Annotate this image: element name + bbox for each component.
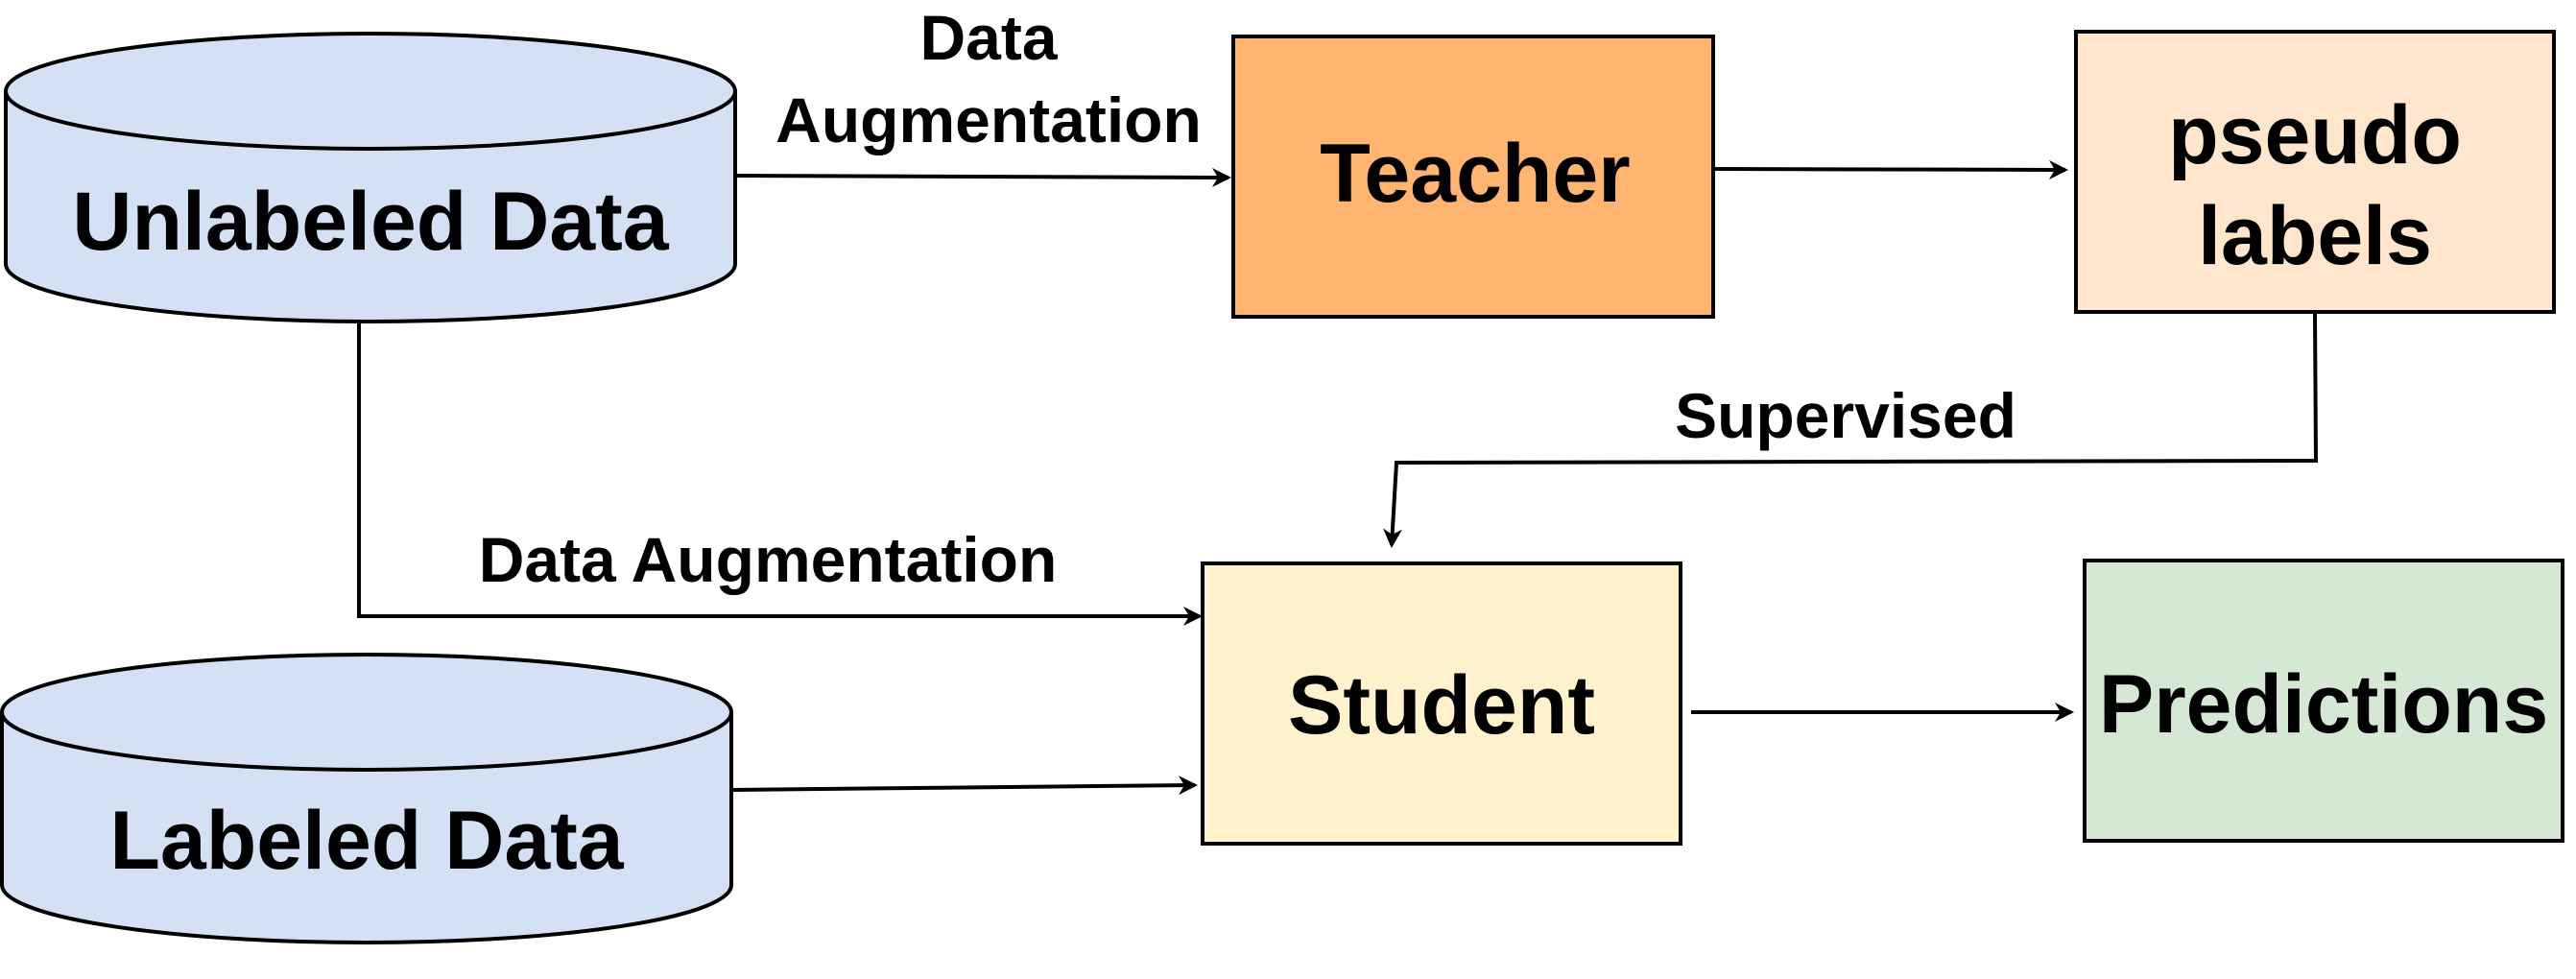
edge-unlabeled-to-student [357, 321, 1203, 626]
pseudo-labels-label-line2: labels [2198, 190, 2432, 282]
labeled-data-cylinder-body [0, 712, 733, 944]
unlabeled-data-label: Unlabeled Data [72, 176, 669, 268]
teacher-node: Teacher [1231, 35, 1715, 319]
student-box [1201, 561, 1682, 846]
edge-label-augmentation-top-line1: Data [919, 2, 1058, 73]
teacher-box [1231, 35, 1715, 319]
edges [357, 159, 2319, 796]
teacher-label: Teacher [1320, 128, 1630, 220]
pseudo-labels-label-line1: pseudo [2168, 89, 2462, 181]
predictions-node: Predictions [2083, 559, 2564, 843]
pseudo-labels-box [2074, 30, 2556, 314]
student-node: Student [1201, 561, 1682, 846]
edge-teacher-to-pseudo-labels [1714, 159, 2068, 179]
edge-label-augmentation-top-line2: Augmentation [775, 84, 1202, 155]
labeled-data-cylinder-top [0, 653, 733, 772]
edge-label-augmentation-bottom: Data Augmentation [479, 524, 1058, 595]
predictions-box [2083, 559, 2564, 843]
edge-labeled-to-student [728, 776, 1198, 796]
edge-pseudo-labels-to-student [1383, 313, 2319, 548]
labeled-data-label: Labeled Data [109, 795, 624, 887]
predictions-label: Predictions [2099, 658, 2548, 751]
student-label: Student [1288, 659, 1595, 752]
edge-unlabeled-to-teacher [730, 167, 1231, 187]
unlabeled-data-cylinder-body [4, 91, 737, 323]
unlabeled-data-node: Unlabeled Data [4, 32, 737, 323]
pseudo-labels-node: pseudo labels [2074, 30, 2556, 314]
edge-label-supervised: Supervised [1675, 380, 2016, 451]
unlabeled-data-cylinder-top [4, 32, 737, 151]
labeled-data-node: Labeled Data [0, 653, 733, 944]
